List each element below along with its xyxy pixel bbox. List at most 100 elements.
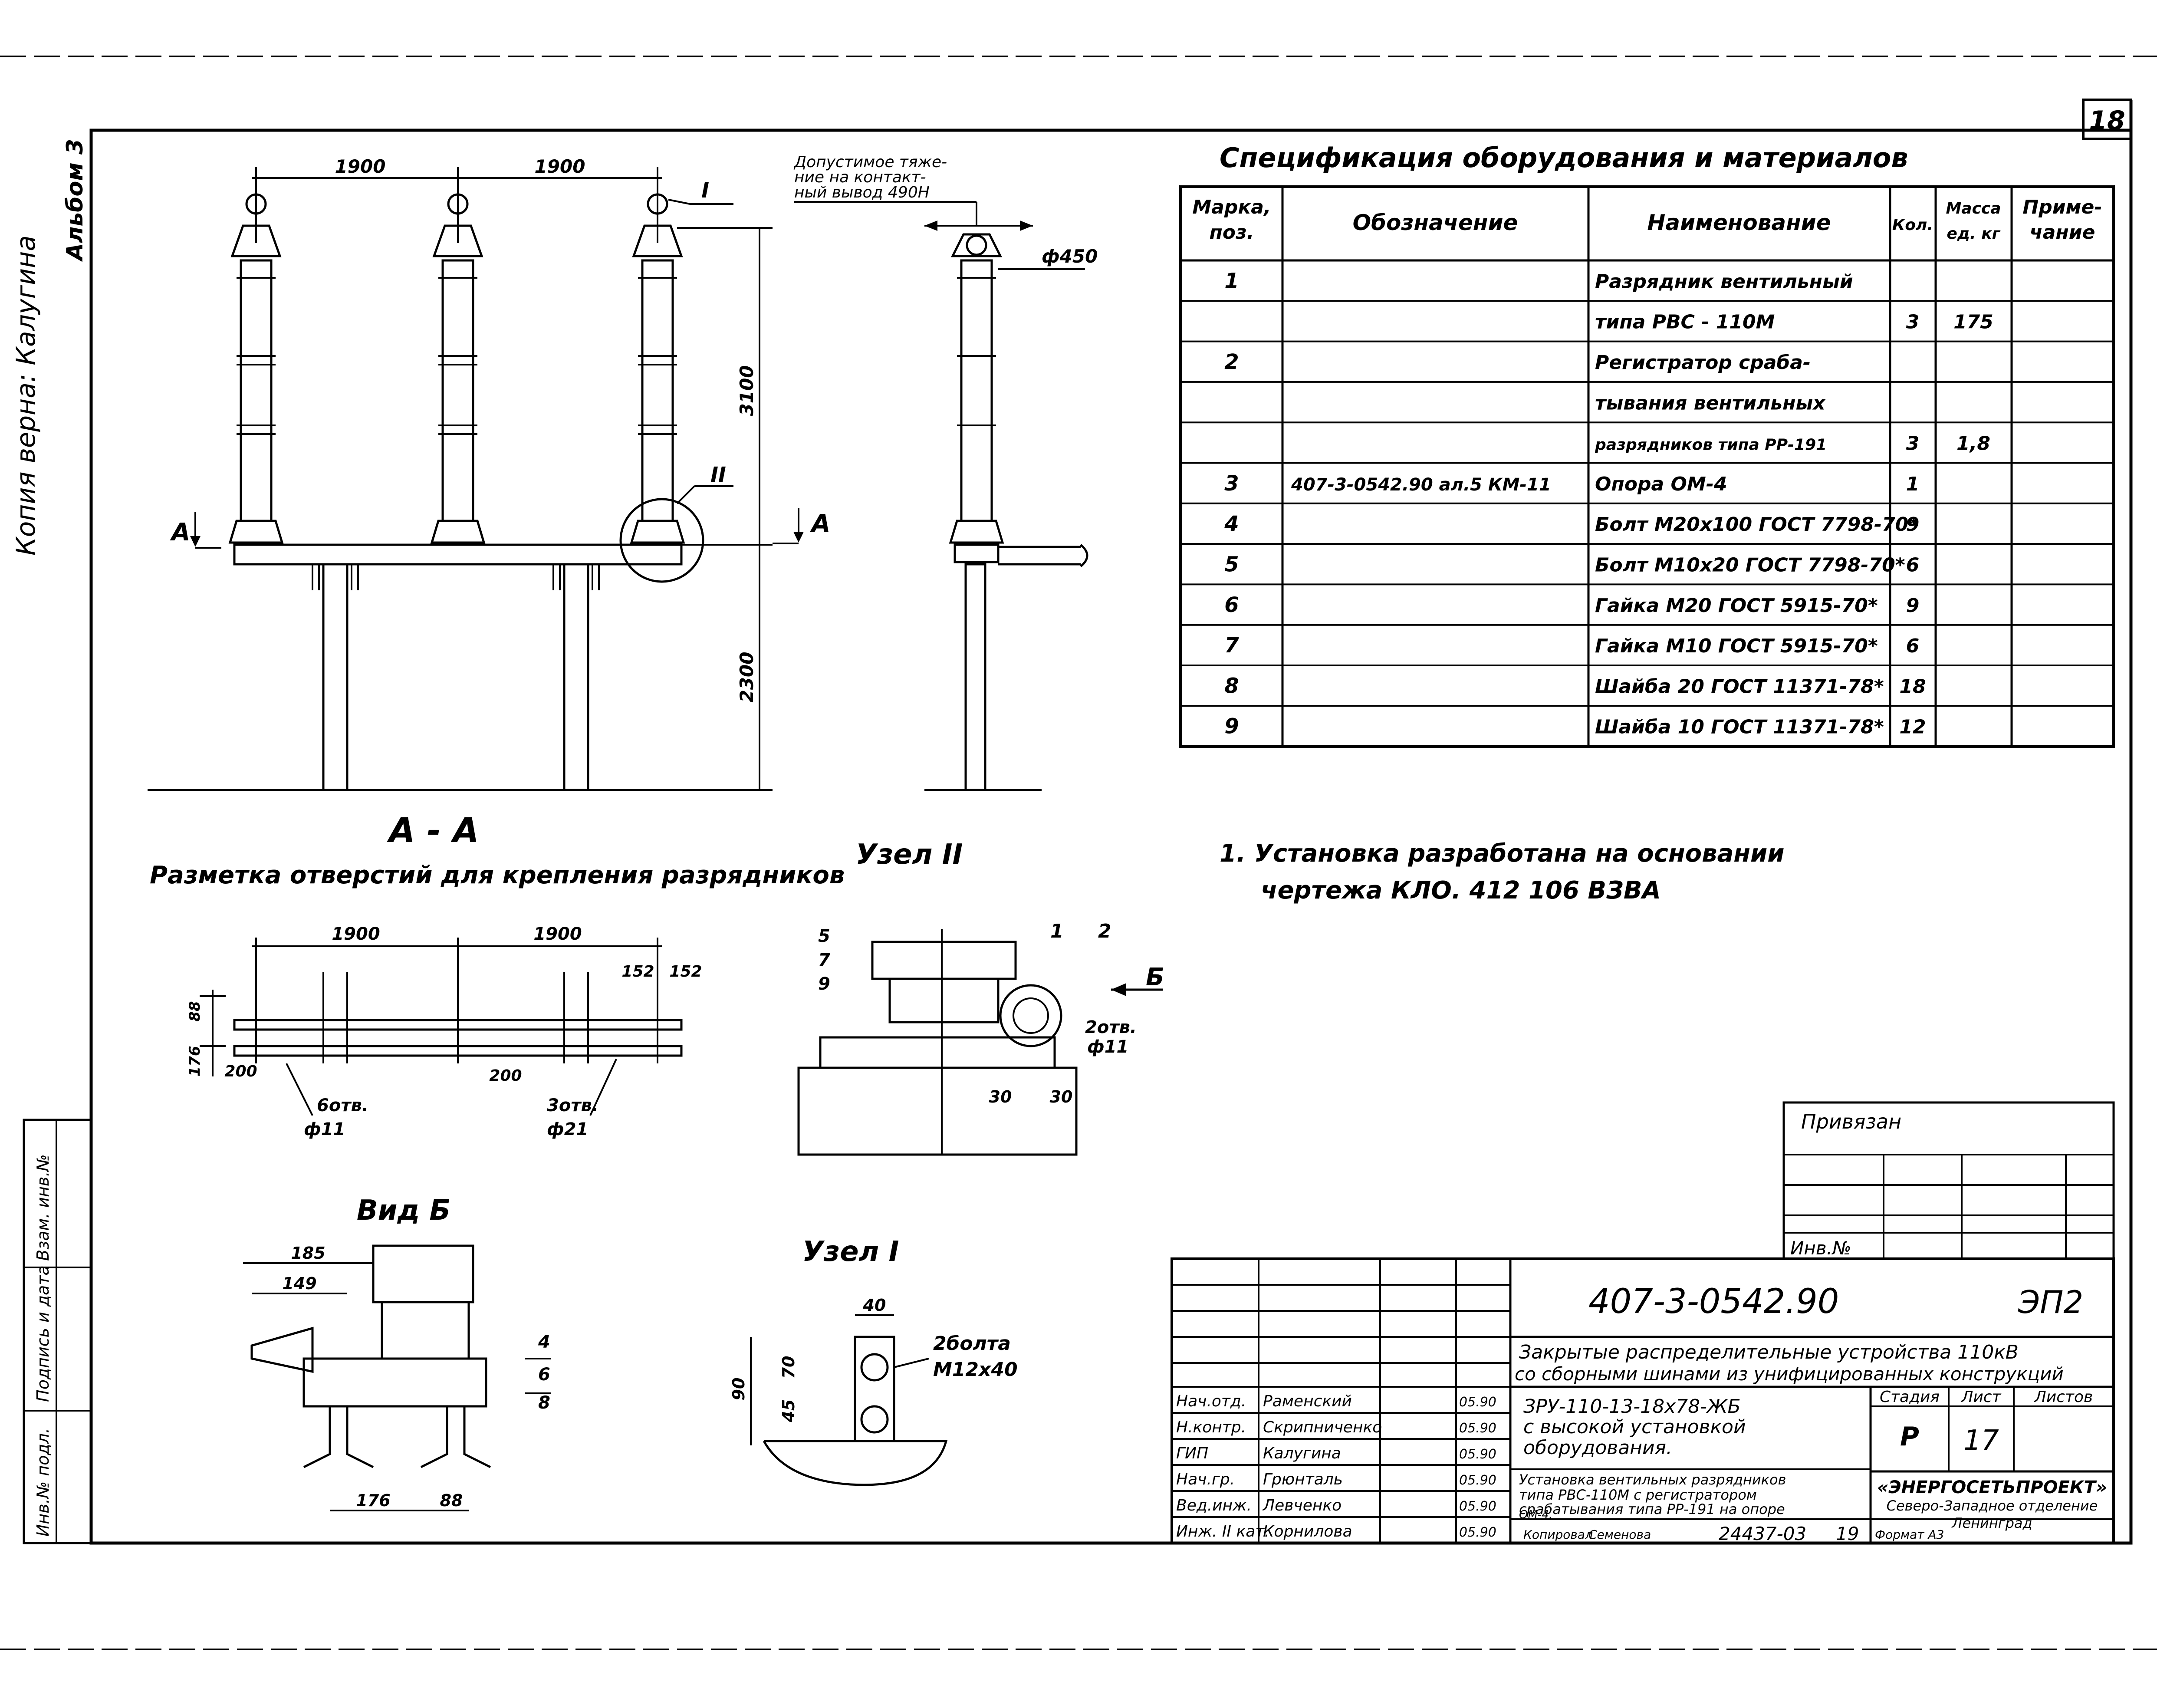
main-dim-1900-b: 1900	[535, 156, 585, 177]
spec-head-mark-1: Марка,	[1192, 196, 1271, 218]
section-aa: А - А Разметка отверстий для крепления р…	[150, 811, 845, 1139]
spec-cell-qty: 1	[1906, 473, 1920, 495]
tb-format: Формат А3	[1875, 1527, 1944, 1542]
aa-dim-1900-b: 1900	[533, 924, 582, 944]
main-dim-1900-a: 1900	[335, 156, 386, 177]
tb-person-name: Раменский	[1263, 1392, 1352, 1410]
aa-dim-88: 88	[186, 1001, 204, 1021]
vidb-dim-88: 88	[440, 1491, 463, 1510]
tb-person-name: Левченко	[1262, 1497, 1342, 1514]
callout-II: II	[710, 463, 726, 487]
spec-cell-mark: 9	[1224, 714, 1239, 739]
spec-cell-name: Шайба 10 ГОСТ 11371-78*	[1595, 716, 1884, 738]
arrester-1	[228, 193, 284, 544]
node2-dim-30-b: 30	[1050, 1087, 1073, 1106]
side-elevation: Допустимое тяже- ние на контакт- ный выв…	[793, 153, 1098, 791]
node1-bolts-a: 2болта	[933, 1333, 1011, 1355]
node-II: Узел II 5 7 9 1 2 Б 2отв. ф11 30 30	[797, 839, 1164, 1156]
aa-dim-176: 176	[186, 1046, 204, 1077]
tb-stage-label: Стадия	[1880, 1388, 1940, 1406]
spec-cell-name: разрядников типа РР-191	[1595, 436, 1827, 454]
spec-cell-name: Опора ОМ-4	[1595, 473, 1727, 495]
aa-holes-right-a: 3отв.	[547, 1096, 598, 1116]
tb-title-2: типа РВС-110М с регистратором	[1519, 1487, 1757, 1503]
spec-head-name: Наименование	[1647, 210, 1831, 235]
arrester-2	[430, 193, 486, 544]
tb-title-4: ОМ-4.	[1519, 1508, 1552, 1521]
side-stamp-inv: Инв.№ подл.	[33, 1428, 53, 1537]
margin-album: Альбом 3	[62, 139, 88, 262]
aa-dim-200-b: 200	[489, 1067, 522, 1085]
vidb-dim-149: 149	[282, 1274, 316, 1293]
main-dim-3100: 3100	[736, 365, 757, 416]
tb-title-1: Установка вентильных разрядников	[1519, 1471, 1786, 1488]
section-A-left: А	[170, 518, 190, 546]
privyazan-label: Привязан	[1801, 1110, 1901, 1133]
spec-cell-name: Гайка М10 ГОСТ 5915-70*	[1595, 635, 1878, 657]
tb-object-1: ЗРУ-110-13-18х78-ЖБ	[1523, 1395, 1741, 1418]
tb-copy-number: 24437-03	[1719, 1523, 1806, 1544]
sheet-number-box	[2082, 99, 2132, 140]
spec-cell-qty: 9	[1906, 595, 1920, 617]
drawing-frame	[89, 128, 2133, 1545]
node2-pos-5: 5	[818, 926, 830, 946]
aa-dim-1900-a: 1900	[332, 924, 380, 944]
tb-copied-name: Семенова	[1588, 1527, 1651, 1542]
node2-dim-30-a: 30	[989, 1087, 1012, 1106]
view-B: Вид Б 185 149 176 88 4 6 8	[243, 1195, 551, 1511]
spec-title: Спецификация оборудования и материалов	[1220, 142, 1908, 174]
spec-cell-qty: 3	[1906, 311, 1920, 333]
spec-cell-mark: 8	[1224, 674, 1239, 698]
node2-pos-7: 7	[818, 950, 830, 970]
arrester-3	[630, 193, 685, 544]
tb-object-3: оборудования.	[1523, 1437, 1672, 1459]
aa-dim-152-b: 152	[669, 963, 702, 981]
tb-project-2: со сборными шинами из унифицированных ко…	[1515, 1363, 2064, 1385]
sheet-number: 18	[2089, 105, 2125, 136]
node-I: Узел I 40 90 70 45 2болта М12х40	[729, 1236, 1018, 1486]
vidb-dim-176: 176	[356, 1491, 390, 1510]
aa-title: А - А	[386, 811, 479, 850]
node1-title: Узел I	[802, 1236, 899, 1268]
spec-cell-qty: 18	[1899, 675, 1926, 698]
spec-cell-mark: 5	[1224, 553, 1239, 577]
tb-sheet-code: ЭП2	[2018, 1284, 2083, 1320]
spec-head-note-1: Приме-	[2022, 196, 2102, 218]
spec-cell-mark: 3	[1224, 471, 1239, 496]
aa-subtitle: Разметка отверстий для крепления разрядн…	[150, 861, 845, 889]
spec-head-qty: Кол.	[1892, 216, 1933, 234]
aa-holes-left-a: 6отв.	[317, 1096, 368, 1116]
tb-person-role: Вед.инж.	[1176, 1497, 1252, 1514]
tb-person-name: Калугина	[1263, 1445, 1341, 1462]
tb-person-role: Н.контр.	[1176, 1418, 1246, 1436]
privyazan-box: Привязан Инв.№	[1782, 1101, 2115, 1260]
tb-org-2: Северо-Западное отделение	[1887, 1497, 2098, 1514]
side-stamp-sign: Подпись и дата	[33, 1265, 53, 1402]
spec-cell-mark: 4	[1224, 512, 1239, 536]
tb-code: 407-3-0542.90	[1588, 1282, 1839, 1321]
tb-sheet: 17	[1963, 1425, 1999, 1457]
tb-person-name: Скрипниченко	[1263, 1418, 1382, 1436]
tb-project-1: Закрытые распределительные устройства 11…	[1519, 1341, 2019, 1363]
load-note-3: ный вывод 490Н	[794, 184, 930, 201]
tb-person-role: Нач.гр.	[1176, 1471, 1235, 1488]
tb-org-3: Ленинград	[1951, 1515, 2032, 1531]
aa-holes-right-b: ф21	[547, 1119, 588, 1139]
tb-title-3: срабатывания типа РР-191 на опоре	[1519, 1501, 1785, 1517]
spec-cell-qty: 6	[1906, 635, 1920, 657]
tb-person-date: 05.90	[1459, 1473, 1496, 1488]
node2-pos-9: 9	[818, 974, 830, 994]
spec-cell-qty: 9	[1906, 513, 1920, 536]
tb-object-2: с высокой установкой	[1523, 1416, 1746, 1438]
node2-title: Узел II	[856, 839, 963, 871]
privyazan-inv: Инв.№	[1790, 1237, 1851, 1259]
node1-dim-45: 45	[779, 1399, 798, 1423]
spec-cell-name: типа РВС - 110М	[1595, 311, 1775, 333]
main-dim-2300: 2300	[736, 652, 757, 703]
node2-arrow-b: Б	[1146, 963, 1164, 991]
spec-cell-name: Регистратор сраба-	[1595, 352, 1811, 374]
tb-sheets-label: Листов	[2034, 1388, 2093, 1406]
tb-person-date: 05.90	[1459, 1525, 1496, 1540]
spec-head-note-2: чание	[2030, 221, 2095, 244]
vidb-pos-8: 8	[538, 1393, 550, 1413]
